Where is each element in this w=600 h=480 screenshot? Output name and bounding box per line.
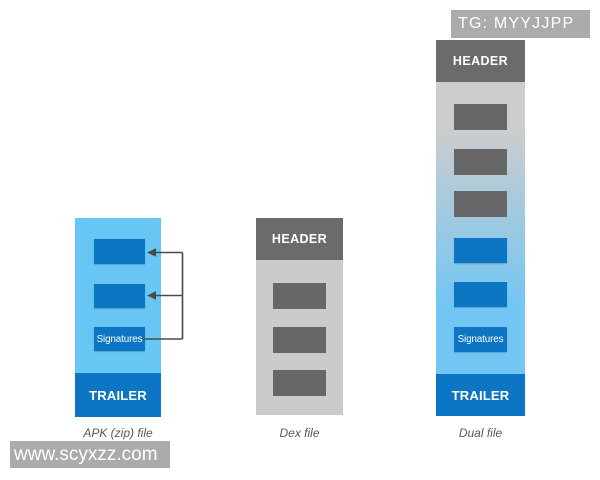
site-watermark-text: www.scyxzz.com <box>14 443 158 465</box>
dex-caption: Dex file <box>279 426 320 440</box>
dex-content-block-2 <box>273 327 326 353</box>
tg-badge-text: TG: MYYJJPP <box>458 15 575 32</box>
apk-signatures-label: Signatures <box>96 333 143 345</box>
dual-caption: Dual file <box>458 426 503 440</box>
dual-blue-block-2 <box>454 282 507 307</box>
dual-blue-block-1 <box>454 238 507 263</box>
apk-content-block-2 <box>94 284 145 308</box>
dual-trailer-band: TRAILER <box>436 374 525 416</box>
dual-column-body <box>436 82 525 374</box>
tg-badge: TG: MYYJJPP <box>451 10 590 38</box>
dual-header-label: HEADER <box>452 54 509 68</box>
apk-signatures-block: Signatures <box>94 327 145 351</box>
dual-signatures-label: Signatures <box>457 334 504 345</box>
dex-header-label: HEADER <box>271 232 328 246</box>
dual-signatures-block: Signatures <box>454 327 507 352</box>
apk-content-block-1 <box>94 239 145 264</box>
dual-trailer-label: TRAILER <box>451 387 510 403</box>
dual-gray-block-1 <box>454 104 507 130</box>
apk-trailer-label: TRAILER <box>89 387 147 403</box>
dex-header-band: HEADER <box>256 218 343 260</box>
site-watermark: www.scyxzz.com <box>10 441 170 468</box>
apk-trailer-band: TRAILER <box>75 373 161 417</box>
dex-content-block-1 <box>273 283 326 309</box>
dual-header-band: HEADER <box>436 40 525 82</box>
dex-content-block-3 <box>273 370 326 396</box>
dual-gray-block-3 <box>454 191 507 217</box>
dual-gray-block-2 <box>454 149 507 175</box>
apk-caption: APK (zip) file <box>83 426 153 440</box>
